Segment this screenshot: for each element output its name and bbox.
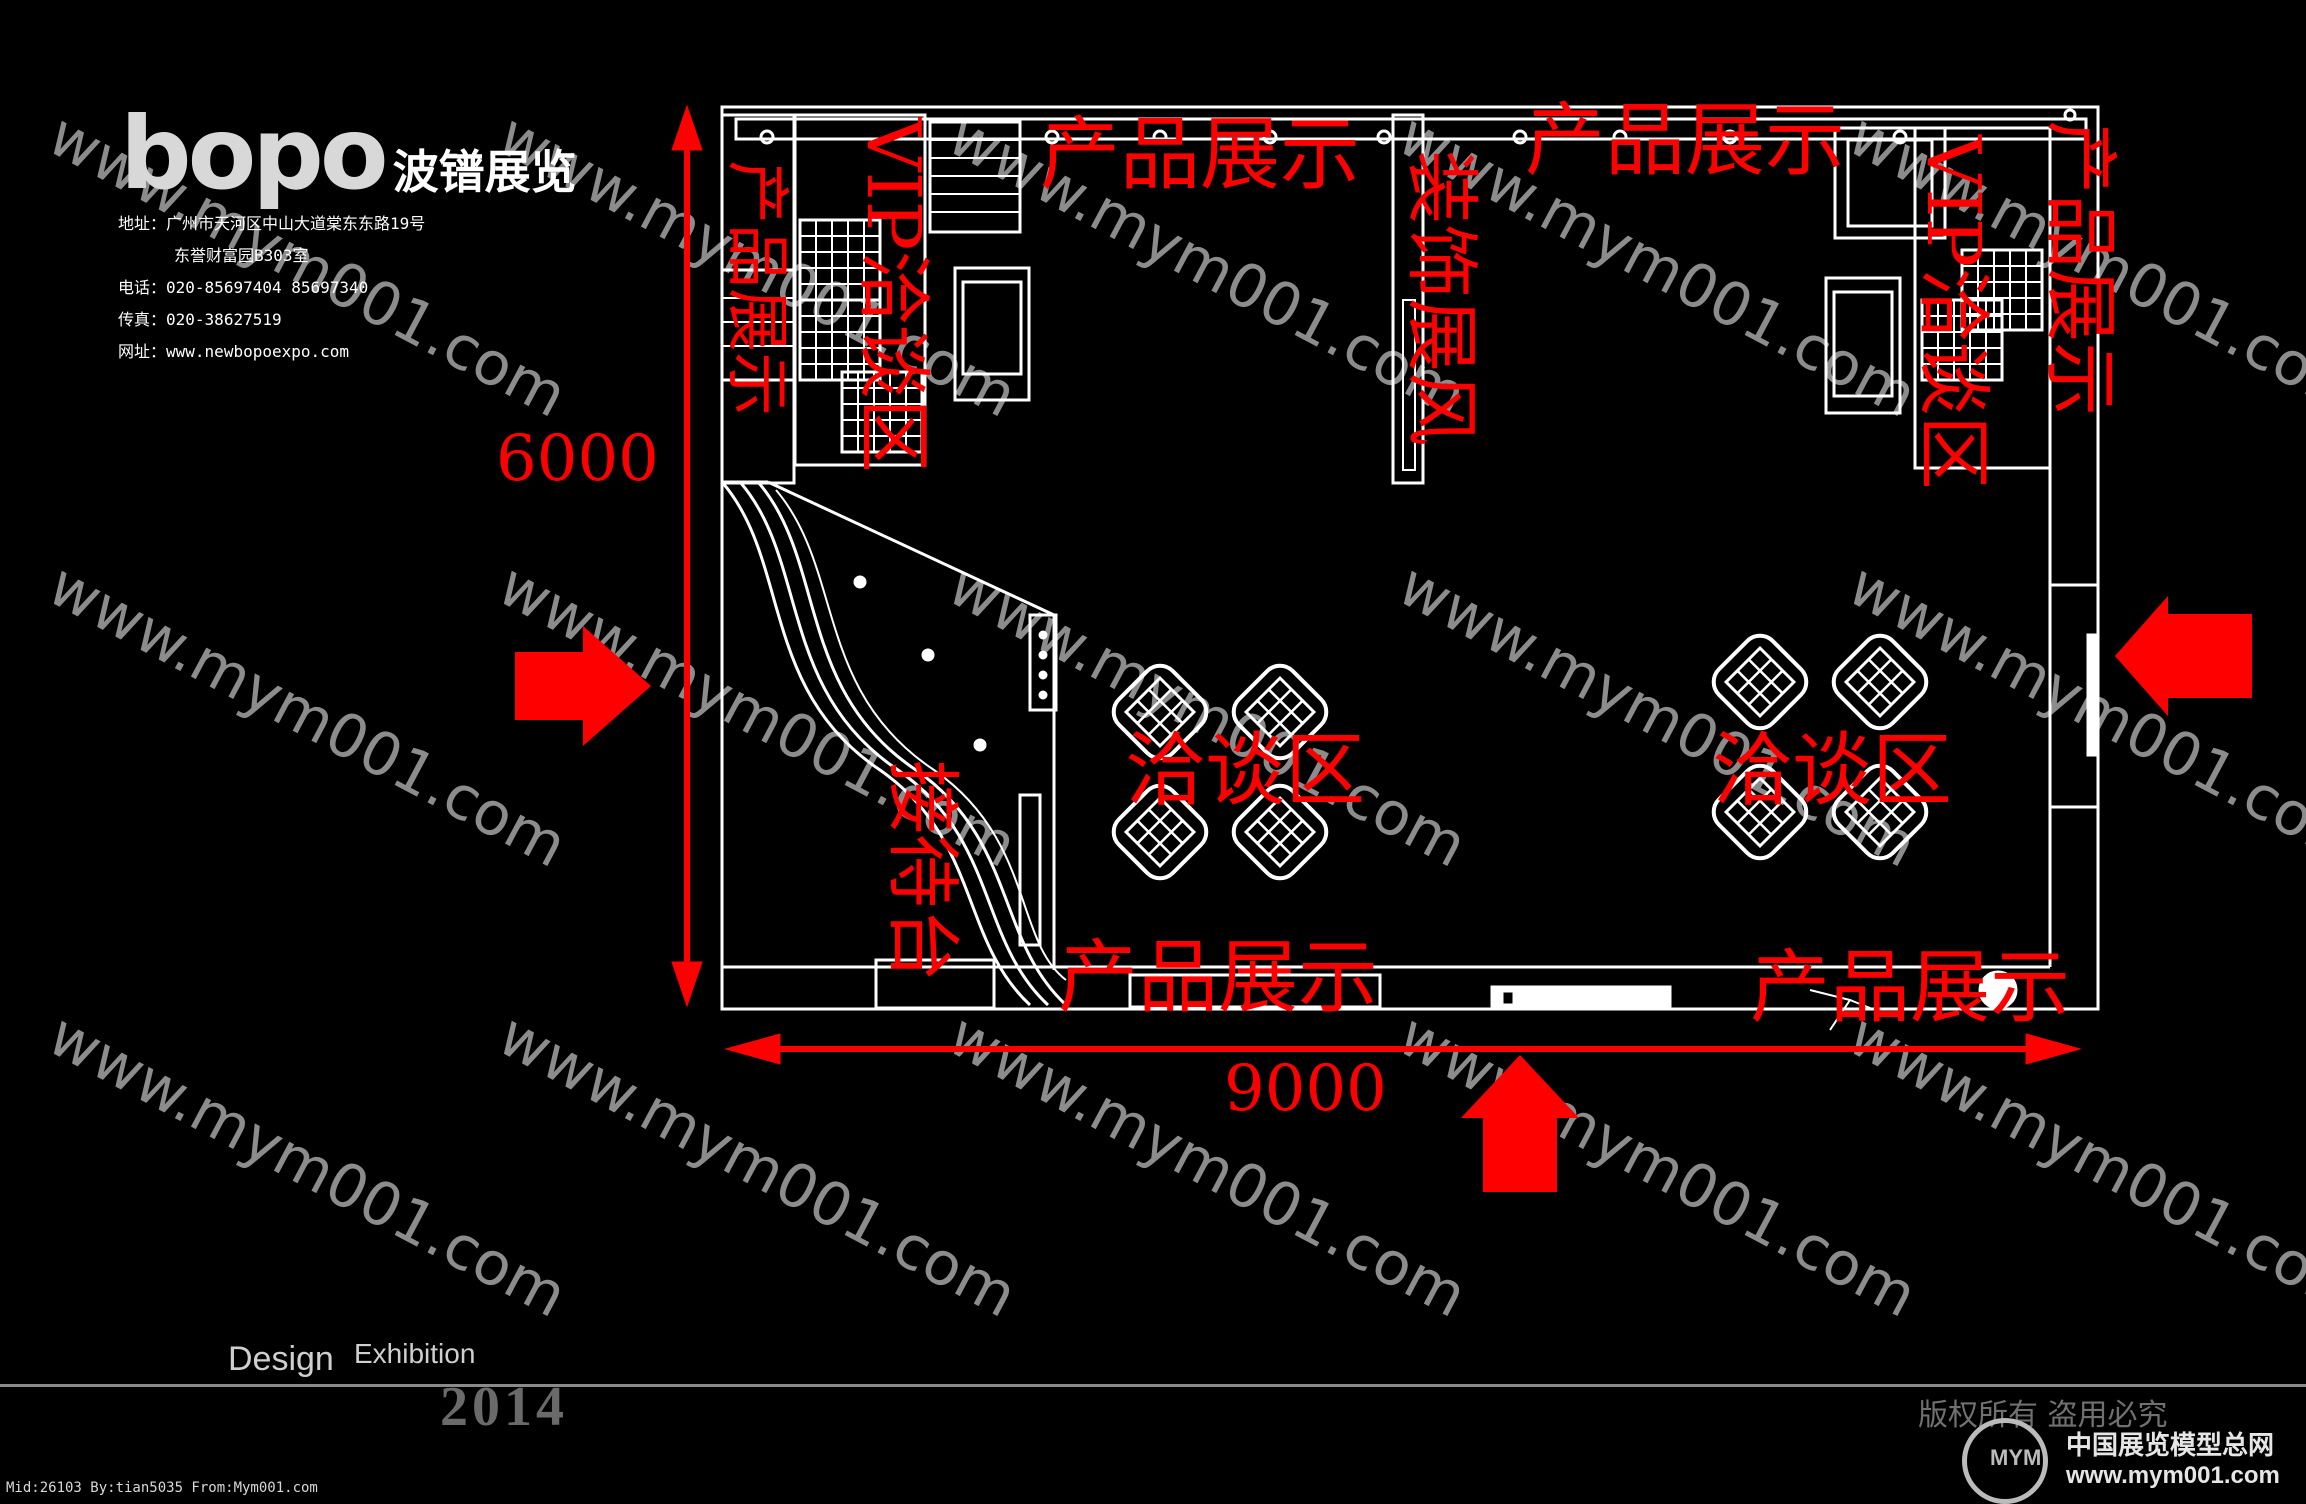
decoration-display bbox=[1391, 113, 1425, 485]
label-product-display-bottom-2: 产品展示 bbox=[1750, 941, 2070, 1034]
site-url[interactable]: www.mym001.com bbox=[2066, 1462, 2280, 1489]
label-vip-negotiation-left: VIP洽谈区 bbox=[850, 117, 936, 472]
label-vip-negotiation-right: VIP洽谈区 bbox=[1910, 134, 1996, 489]
dimension-height-label: 6000 bbox=[496, 422, 659, 496]
site-badge-text: MYM bbox=[1990, 1445, 2042, 1470]
address-line1: 广州市天河区中山大道棠东东路19号 bbox=[166, 214, 426, 233]
label-reception: 接待台 bbox=[879, 760, 965, 982]
entry-arrow-bottom bbox=[1461, 1055, 1579, 1192]
label-product-display-top-1: 产品展示 bbox=[1040, 108, 1360, 201]
bottom-display bbox=[1128, 970, 2018, 1031]
model-id-info: Mid:26103 By:tian5035 From:Mym001.com bbox=[6, 1480, 318, 1496]
phone-label: 电话： bbox=[118, 278, 167, 297]
footer-divider bbox=[0, 1384, 2306, 1387]
label-negotiation-area-right: 洽谈区 bbox=[1712, 724, 1952, 817]
label-decoration-display: 装饰展风 bbox=[1398, 150, 1484, 446]
entry-arrow-left bbox=[515, 626, 651, 746]
label-product-display-right-vertical: 产品展示 bbox=[2037, 120, 2123, 416]
footer-exhibition: Exhibition bbox=[354, 1338, 476, 1369]
copyright-notice: 版权所有 盗用必究 bbox=[1918, 1398, 2168, 1433]
address-label: 地址： bbox=[118, 214, 167, 233]
label-negotiation-area-left: 洽谈区 bbox=[1125, 724, 1365, 817]
vip-corner-right bbox=[1824, 126, 2052, 470]
phone-value: 020-85697404 85697340 bbox=[166, 278, 369, 297]
contact-info: 地址：广州市天河区中山大道棠东东路19号 东誉财富园B303室 电话：020-8… bbox=[118, 208, 425, 368]
fax-label: 传真： bbox=[118, 310, 167, 329]
booth-outline bbox=[720, 105, 2100, 1011]
dimension-line-height bbox=[671, 104, 703, 1008]
logo-wordmark: bopo bbox=[120, 95, 389, 212]
label-product-display-bottom-1: 产品展示 bbox=[1058, 931, 1378, 1024]
web-label: 网址： bbox=[118, 342, 167, 361]
site-badge-icon bbox=[1962, 1418, 2048, 1504]
web-value: www.newbopoexpo.com bbox=[166, 342, 350, 361]
dimension-line-width bbox=[724, 1033, 2082, 1065]
address-line2: 东誉财富园B303室 bbox=[174, 246, 309, 265]
fax-value: 020-38627519 bbox=[166, 310, 282, 329]
site-name: 中国展览模型总网 bbox=[2066, 1431, 2275, 1461]
company-name: 波镨展览 bbox=[392, 145, 577, 199]
top-lights bbox=[759, 108, 2077, 145]
entry-arrow-right bbox=[2115, 596, 2252, 716]
dimension-width-label: 9000 bbox=[1224, 1052, 1387, 1126]
label-product-display-left-vertical: 产品展示 bbox=[719, 160, 793, 416]
label-product-display-top-2: 产品展示 bbox=[1525, 94, 1845, 187]
reception-desk bbox=[720, 480, 1068, 1010]
footer-design: Design bbox=[228, 1340, 334, 1378]
